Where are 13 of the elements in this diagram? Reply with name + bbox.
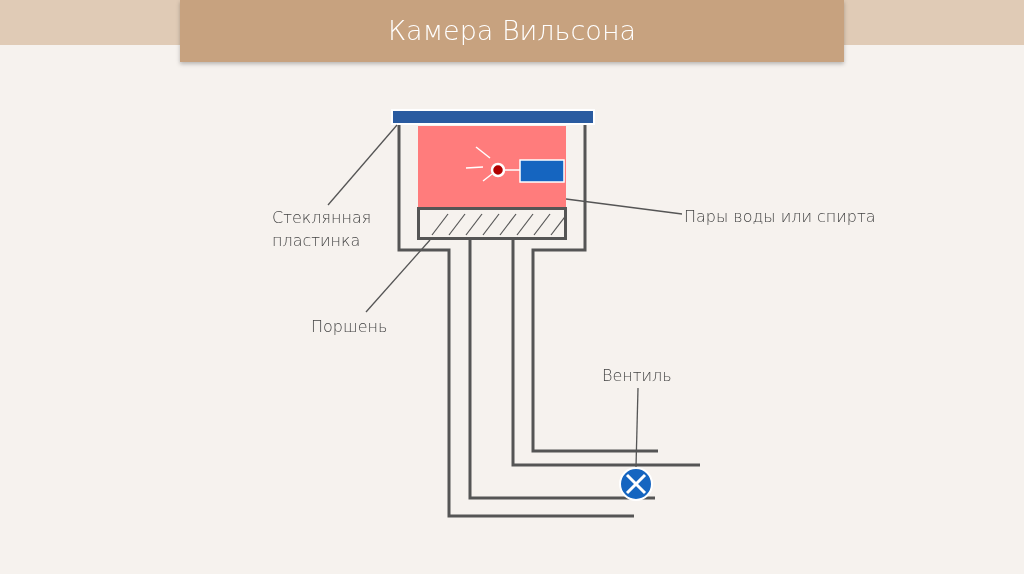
- part-label: Пары воды или спирта: [684, 205, 894, 228]
- piston: [417, 207, 567, 240]
- part-label: Стеклянная пластинка: [272, 206, 392, 252]
- leader-line: [365, 239, 431, 313]
- valve-icon: [619, 467, 653, 501]
- glass-plate: [391, 109, 595, 125]
- leader-line: [327, 124, 398, 206]
- leader-line: [565, 198, 683, 215]
- leader-line: [635, 387, 639, 468]
- vapour-chamber: [418, 126, 566, 208]
- part-label: Поршень: [311, 315, 401, 338]
- title: Камера Вильсона: [386, 14, 638, 48]
- part-label: Вентиль: [602, 364, 692, 387]
